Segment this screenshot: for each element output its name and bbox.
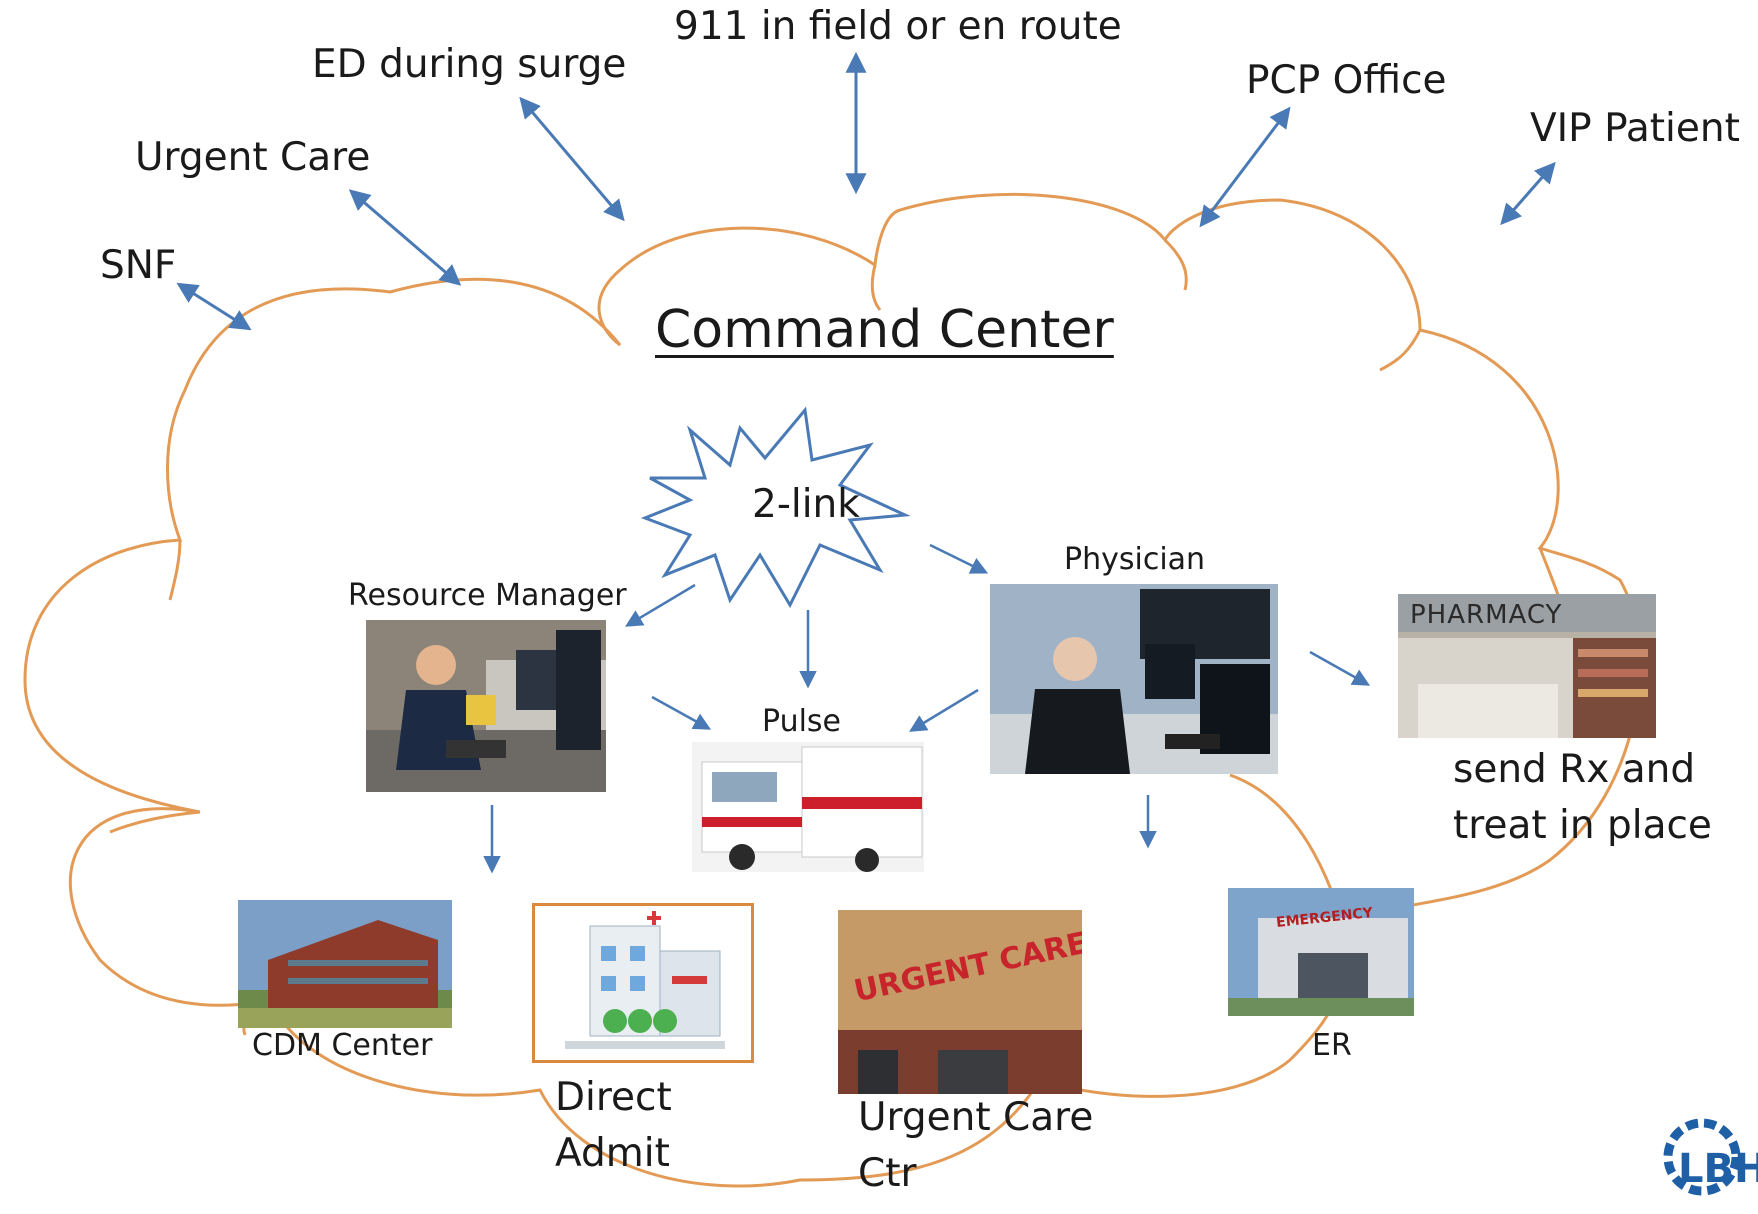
double-arrow-icon [348,189,462,286]
double-arrow-icon [519,96,625,222]
arrow-icon [624,583,696,627]
source-label-urgent-care: Urgent Care [135,135,371,180]
outcome-label-urgent-care-ctr: Urgent Care Ctr [858,1095,1094,1196]
photo-direct-admit [532,903,754,1063]
role-label-pulse: Pulse [762,704,841,739]
arrow-icon [929,543,989,574]
double-arrow-icon [176,282,252,331]
source-label-snf: SNF [100,243,177,288]
double-arrow-icon [1500,161,1556,226]
photo-ambulance [692,742,924,872]
role-label-resource-manager: Resource Manager [348,578,627,613]
logo-text: LBH [1678,1146,1758,1192]
lbh-logo: LBH [1652,1112,1758,1214]
role-label-physician: Physician [1064,542,1206,577]
outcome-label-direct-admit: Direct Admit [555,1075,672,1176]
outcome-label-pharmacy: send Rx and treat in place [1453,747,1712,848]
source-label-ed-surge: ED during surge [312,42,627,87]
outcome-label-cdm: CDM Center [252,1028,433,1063]
photo-resource-manager [366,620,606,792]
arrow-icon [1309,650,1371,686]
photo-er: EMERGENCY [1228,888,1414,1016]
cloud-shape [23,192,1642,1188]
gear-logo-icon [1663,1118,1741,1196]
arrow-icon [909,688,979,732]
photo-pharmacy: PHARMACY [1398,594,1656,738]
starburst-icon [640,406,911,609]
hub-label: 2-link [752,482,860,527]
diagram-title: Command Center [655,300,1114,360]
photo-physician [990,584,1278,774]
arrow-icon [651,695,712,730]
photo-urgent-care: URGENT CARE [838,910,1082,1094]
pharmacy-sign-text: PHARMACY [1410,600,1563,630]
double-arrow-icon [1199,106,1291,228]
source-label-pcp: PCP Office [1246,58,1447,103]
source-label-911: 911 in field or en route [674,4,1122,49]
source-label-vip: VIP Patient [1530,106,1740,151]
photo-cdm-center [238,900,452,1028]
outcome-label-er: ER [1312,1028,1352,1063]
